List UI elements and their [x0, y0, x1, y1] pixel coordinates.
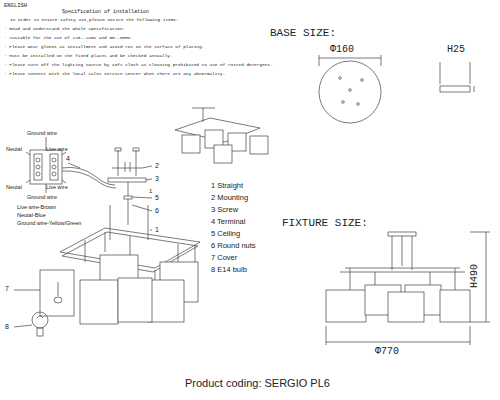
note: · Please wear gloves as installment and …: [4, 45, 204, 49]
wire-color: Ground wire-Yellow/Green: [17, 221, 81, 227]
note: · Read and understand the whole Specific…: [4, 27, 125, 31]
dimension: H490: [470, 264, 480, 288]
e14-bulb: [14, 312, 48, 336]
note: · Please connect with the local sales se…: [4, 72, 225, 76]
section-heading: FIXTURE SIZE:: [282, 218, 368, 229]
wire: [62, 167, 115, 185]
lamp-shades: [40, 255, 198, 324]
part-name: 4 Terminal: [211, 218, 245, 226]
callout-number: 4: [66, 155, 70, 162]
heading: Specification of installation: [62, 10, 149, 15]
part-name: 5 Ceiling: [211, 230, 240, 238]
wire-label: Live wire: [46, 147, 68, 153]
note: · Must be installed on the fixed places …: [4, 54, 173, 58]
part-name: 3 Screw: [211, 206, 238, 214]
part-name: 7 Cover: [211, 254, 237, 262]
inset-view: [175, 108, 268, 163]
note: · Please turn off the lighting source by…: [4, 63, 273, 67]
callout-number: 6: [155, 207, 159, 214]
callout-number: 2: [155, 162, 159, 169]
wire-label: Ground wire: [27, 195, 57, 201]
ceiling-plate: [108, 178, 146, 182]
note: In order to ensure safety use,please not…: [10, 18, 179, 22]
heading: ENGLISH: [4, 3, 27, 9]
part-name: 2 Mounting: [211, 194, 248, 202]
note: · Suitable for the use of 220--240V and …: [4, 36, 133, 40]
dimension: H25: [447, 45, 465, 55]
part-name: 1 Straight: [211, 182, 243, 190]
callout-number: 7: [5, 285, 9, 292]
base-side: [440, 86, 470, 92]
wire-label: Neutal: [6, 185, 22, 191]
callout-number: 5: [155, 194, 159, 201]
part-name: 8 E14 bulb: [211, 266, 247, 274]
fixture-elevation: [326, 232, 470, 322]
base-circle: [319, 61, 381, 123]
caption: Product coding: SERGIO PL6: [185, 378, 330, 389]
callout-number: 1: [155, 226, 159, 233]
callout-number: 3: [155, 175, 159, 182]
wire-label: Ground wire: [27, 131, 57, 137]
wire-label: Live wire: [46, 185, 68, 191]
callout-number: 1: [149, 188, 152, 194]
dimension: Φ160: [330, 45, 354, 55]
wire-label: Neutal: [6, 147, 22, 153]
wire-color: Neutal-Blue: [17, 213, 46, 219]
wire-color: Live wire-Brown: [17, 205, 56, 211]
part-name: 6 Round nuts: [211, 242, 256, 250]
dimension: Φ770: [375, 347, 399, 357]
section-heading: BASE SIZE:: [270, 28, 336, 39]
callout-number: 8: [5, 323, 9, 330]
